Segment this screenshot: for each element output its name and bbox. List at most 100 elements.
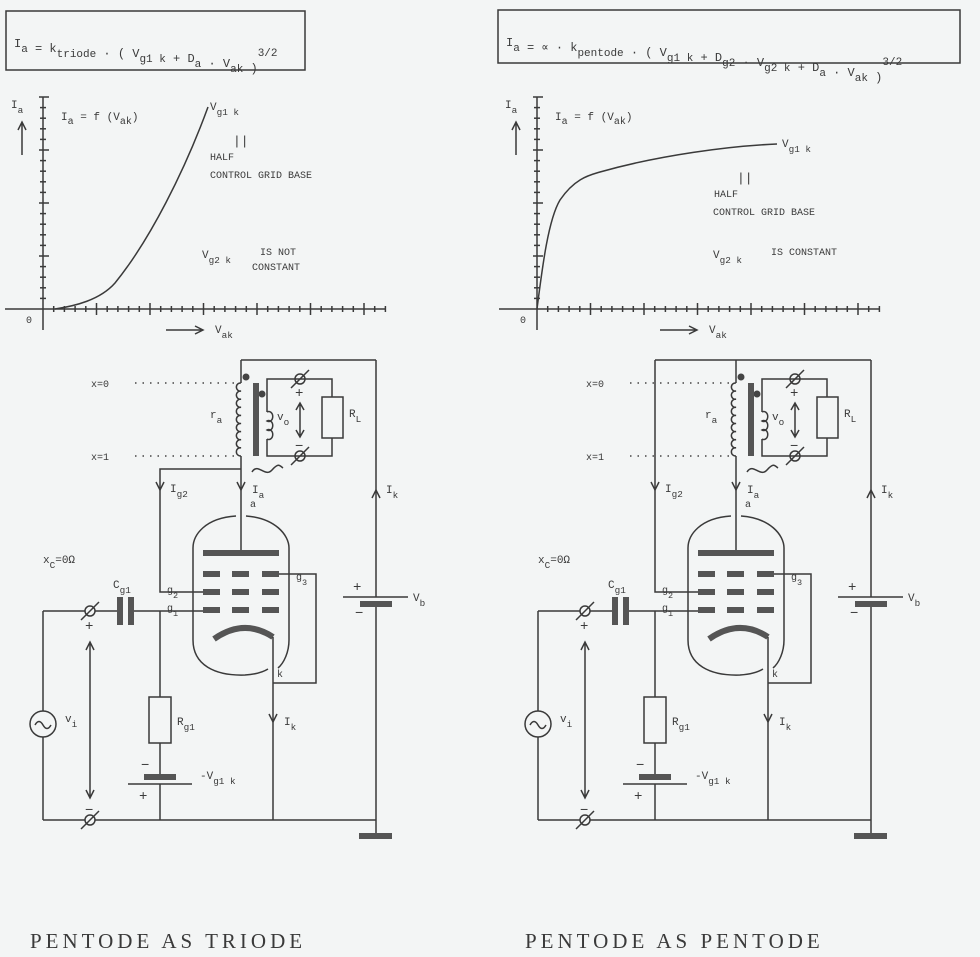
formula-term: + D	[693, 51, 722, 65]
formula-term: )	[868, 71, 882, 85]
ia-label-main: I	[747, 485, 754, 497]
cathode-label: k	[772, 669, 778, 681]
ia-label: Ia	[252, 485, 265, 501]
ra-label: ra	[210, 410, 223, 426]
formula-subscript: g1 k	[667, 53, 694, 65]
terminal-slash	[575, 601, 595, 621]
polarity-dot-icon	[737, 373, 745, 381]
cg1-label-main: C	[113, 580, 120, 592]
vo-label: vo	[277, 412, 289, 428]
terminal-circle	[579, 605, 591, 617]
plus-sign: +	[295, 386, 303, 402]
vg2k-status-line1: IS CONSTANT	[771, 248, 837, 259]
g2-label-sub: 2	[173, 591, 178, 601]
formula-term: · ( V	[96, 47, 140, 61]
control-grid-base-label: CONTROL GRID BASE	[210, 171, 312, 182]
ik-cathode-label: Ik	[779, 717, 792, 733]
ik-supply-label-main: I	[881, 485, 888, 497]
formula-term: = ∝ · k	[520, 41, 578, 55]
curve-label-main: V	[782, 139, 789, 151]
cg1-label-sub: g1	[615, 585, 627, 596]
formula-text: Ia = ktriode · ( Vg1 k + Da · Vak )3/2	[14, 37, 278, 76]
ac-source-icon	[524, 710, 552, 738]
g3-label: g3	[791, 573, 802, 588]
cathode-icon	[212, 625, 275, 642]
terminal-circle	[294, 450, 306, 462]
formula-term: · V	[735, 56, 765, 70]
vb-label-sub: b	[915, 598, 921, 609]
terminal-icon	[290, 369, 310, 389]
x0-label: x=0	[91, 380, 109, 391]
secondary-coil-icon	[265, 410, 274, 441]
curve-label: Vg1 k	[210, 102, 239, 118]
formula-term: + D	[166, 52, 195, 66]
ik-supply-label-sub: k	[888, 490, 894, 501]
ac-symbol-icon	[746, 464, 779, 474]
function-part: I	[555, 112, 562, 124]
ia-arrow-icon	[731, 481, 741, 492]
curve-label-sub: g1 k	[217, 107, 240, 118]
g2-label: g2	[167, 586, 178, 601]
minus-sign: −	[580, 803, 588, 819]
x-axis-label-sub: ak	[222, 330, 234, 341]
ik-supply-label: Ik	[386, 485, 399, 501]
grid-resistor-icon	[643, 696, 667, 744]
xc-label-sub: C	[545, 560, 551, 571]
g3-label: g3	[296, 573, 307, 588]
screen-grid-wire	[159, 468, 241, 593]
g2-label-main: g	[167, 586, 173, 597]
ik-cathode-label-sub: k	[291, 722, 297, 733]
terminal-circle	[84, 605, 96, 617]
sine-icon	[34, 720, 52, 730]
ia-arrow-icon	[236, 481, 246, 492]
formula-subscript: g2 k	[764, 63, 791, 75]
ac-symbol-icon	[251, 464, 284, 474]
x-axis-label-main: V	[709, 325, 716, 337]
minus-sign: −	[141, 758, 149, 774]
g1-label-main: g	[167, 604, 173, 615]
ik-arrow-icon	[763, 713, 773, 724]
plus-sign: +	[790, 386, 798, 402]
cathode-label: k	[277, 669, 283, 681]
plus-sign: +	[85, 619, 93, 635]
g2-label-main: g	[662, 586, 668, 597]
circuit-title: PENTODE AS TRIODE	[30, 929, 306, 953]
x0-label: x=0	[586, 380, 604, 391]
polarity-dot-icon	[258, 390, 266, 398]
rg1-label-sub: g1	[184, 722, 196, 733]
vg2k-status-line2: CONSTANT	[252, 263, 300, 274]
cg1-label: Cg1	[608, 580, 626, 596]
g1-label: g1	[662, 604, 673, 619]
rl-label-sub: L	[356, 414, 362, 425]
ra-label-sub: a	[217, 415, 223, 426]
ig2-label: Ig2	[665, 484, 683, 500]
function-part: = f (V	[568, 112, 615, 124]
minus-sign: −	[850, 606, 858, 622]
anode-label: a	[745, 500, 751, 511]
vo-label: vo	[772, 412, 784, 428]
vg2k-label-sub: g2 k	[720, 255, 743, 266]
formula-term: · V	[201, 57, 231, 71]
bias-voltage-label: -Vg1 k	[695, 771, 731, 787]
terminal-icon	[785, 369, 805, 389]
xc-label-main: x	[538, 555, 545, 567]
vb-label-main: V	[908, 593, 915, 605]
function-part: )	[626, 112, 633, 124]
characteristic-curve	[536, 143, 778, 310]
x-axis-label: Vak	[709, 325, 727, 341]
formula-subscript: a	[819, 68, 826, 80]
function-part: ak	[120, 116, 132, 128]
formula-0: Ia = ktriode · ( Vg1 k + Da · Vak )3/2	[5, 10, 306, 76]
rl-label: RL	[349, 409, 362, 425]
ig2-label-main: I	[170, 484, 177, 496]
rg1-label: Rg1	[672, 717, 690, 733]
terminal-slash	[785, 446, 805, 466]
x1-label: x=1	[586, 453, 604, 464]
formula-text: Ia = ∝ · kpentode · ( Vg1 k + Dg2 · Vg2 …	[506, 36, 902, 85]
ig2-arrow-icon	[155, 481, 165, 492]
rl-label: RL	[844, 409, 857, 425]
plus-sign: +	[580, 619, 588, 635]
polarity-dot-icon	[753, 390, 761, 398]
